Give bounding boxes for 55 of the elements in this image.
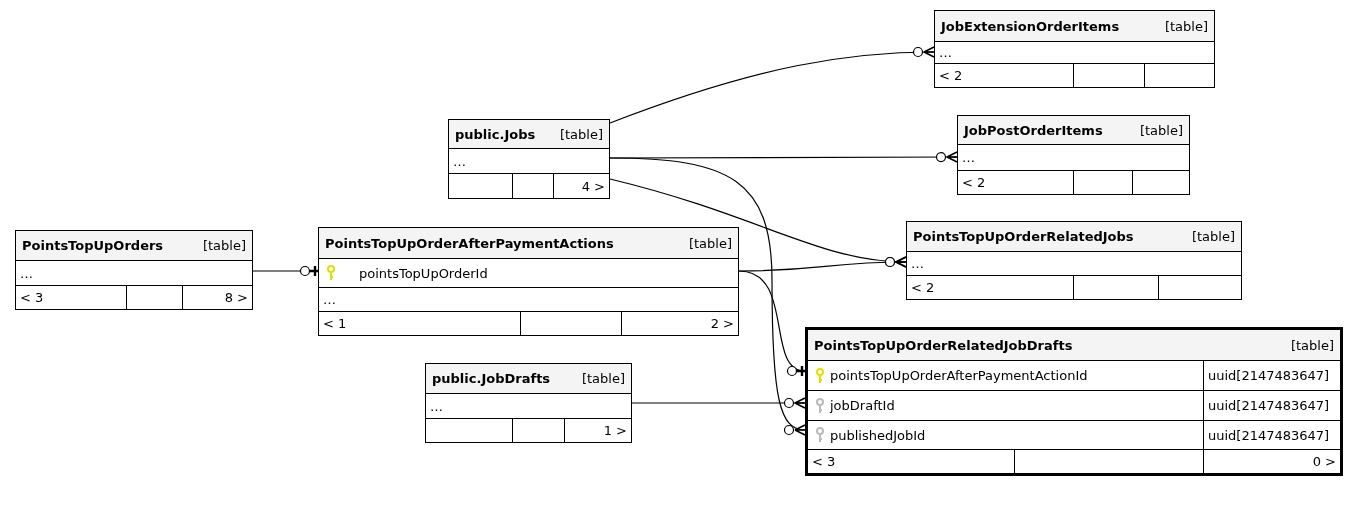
table-name: PointsTopUpOrderAfterPaymentActions xyxy=(325,235,614,251)
table-name: public.JobDrafts xyxy=(432,371,551,386)
table-box xyxy=(957,115,1190,195)
table-box xyxy=(15,230,253,310)
column-name: pointsTopUpOrderAfterPaymentActionId xyxy=(830,368,1088,383)
table-name: PointsTopUpOrderRelatedJobDrafts xyxy=(814,337,1073,353)
table-type-label: [table] xyxy=(581,371,625,386)
table-box xyxy=(906,221,1242,300)
more-columns-text: … xyxy=(430,398,443,414)
relation-count: 1 > xyxy=(603,423,627,438)
relation-count: < 2 xyxy=(962,175,986,190)
relation-count: 4 > xyxy=(581,178,605,194)
table-type-label: [table] xyxy=(688,235,732,251)
table-name: public.Jobs xyxy=(455,126,536,142)
relation-count: 8 > xyxy=(224,290,248,305)
relation-count: < 2 xyxy=(939,68,963,83)
more-columns-text: … xyxy=(911,256,924,271)
column-name: jobDraftId xyxy=(830,398,895,413)
relationship-line xyxy=(738,270,807,377)
table-type-label: [table] xyxy=(1290,337,1334,353)
relationship-line xyxy=(609,157,807,436)
column-type: uuid[2147483647] xyxy=(1208,427,1330,443)
table-type-label: [table] xyxy=(1191,229,1235,244)
column-name: publishedJobId xyxy=(830,427,926,443)
relationship-line xyxy=(631,397,806,409)
table-type-label: [table] xyxy=(559,126,603,142)
table-name: JobPostOrderItems xyxy=(964,122,1103,138)
table-name: PointsTopUpOrders xyxy=(22,238,164,253)
table-name: PointsTopUpOrderRelatedJobs xyxy=(913,229,1134,244)
relationship-line xyxy=(738,256,907,272)
table-type-label: [table] xyxy=(1164,18,1208,34)
table-type-label: [table] xyxy=(202,238,246,253)
relation-count: < 1 xyxy=(323,316,347,331)
more-columns-text: … xyxy=(939,45,952,60)
column-name: pointsTopUpOrderId xyxy=(359,265,488,281)
table-box xyxy=(425,363,632,443)
table-name: JobExtensionOrderItems xyxy=(941,18,1120,34)
more-columns-text: … xyxy=(20,265,33,281)
relation-count: 0 > xyxy=(1312,454,1336,469)
more-columns-text: … xyxy=(323,292,336,307)
table-box xyxy=(934,10,1215,88)
column-type: uuid[2147483647] xyxy=(1208,398,1330,413)
table-box xyxy=(448,119,610,199)
relation-count: < 2 xyxy=(911,280,935,295)
relationship-line xyxy=(252,264,320,278)
table-type-label: [table] xyxy=(1139,122,1183,138)
table-box xyxy=(805,327,1343,476)
more-columns-text: … xyxy=(453,153,466,169)
relationship-line xyxy=(609,46,935,124)
table-box xyxy=(318,227,739,336)
more-columns-text: … xyxy=(962,150,975,165)
relation-count: < 3 xyxy=(812,454,836,469)
relation-count: < 3 xyxy=(20,290,44,305)
column-type: uuid[2147483647] xyxy=(1208,368,1330,383)
relation-count: 2 > xyxy=(710,316,734,331)
